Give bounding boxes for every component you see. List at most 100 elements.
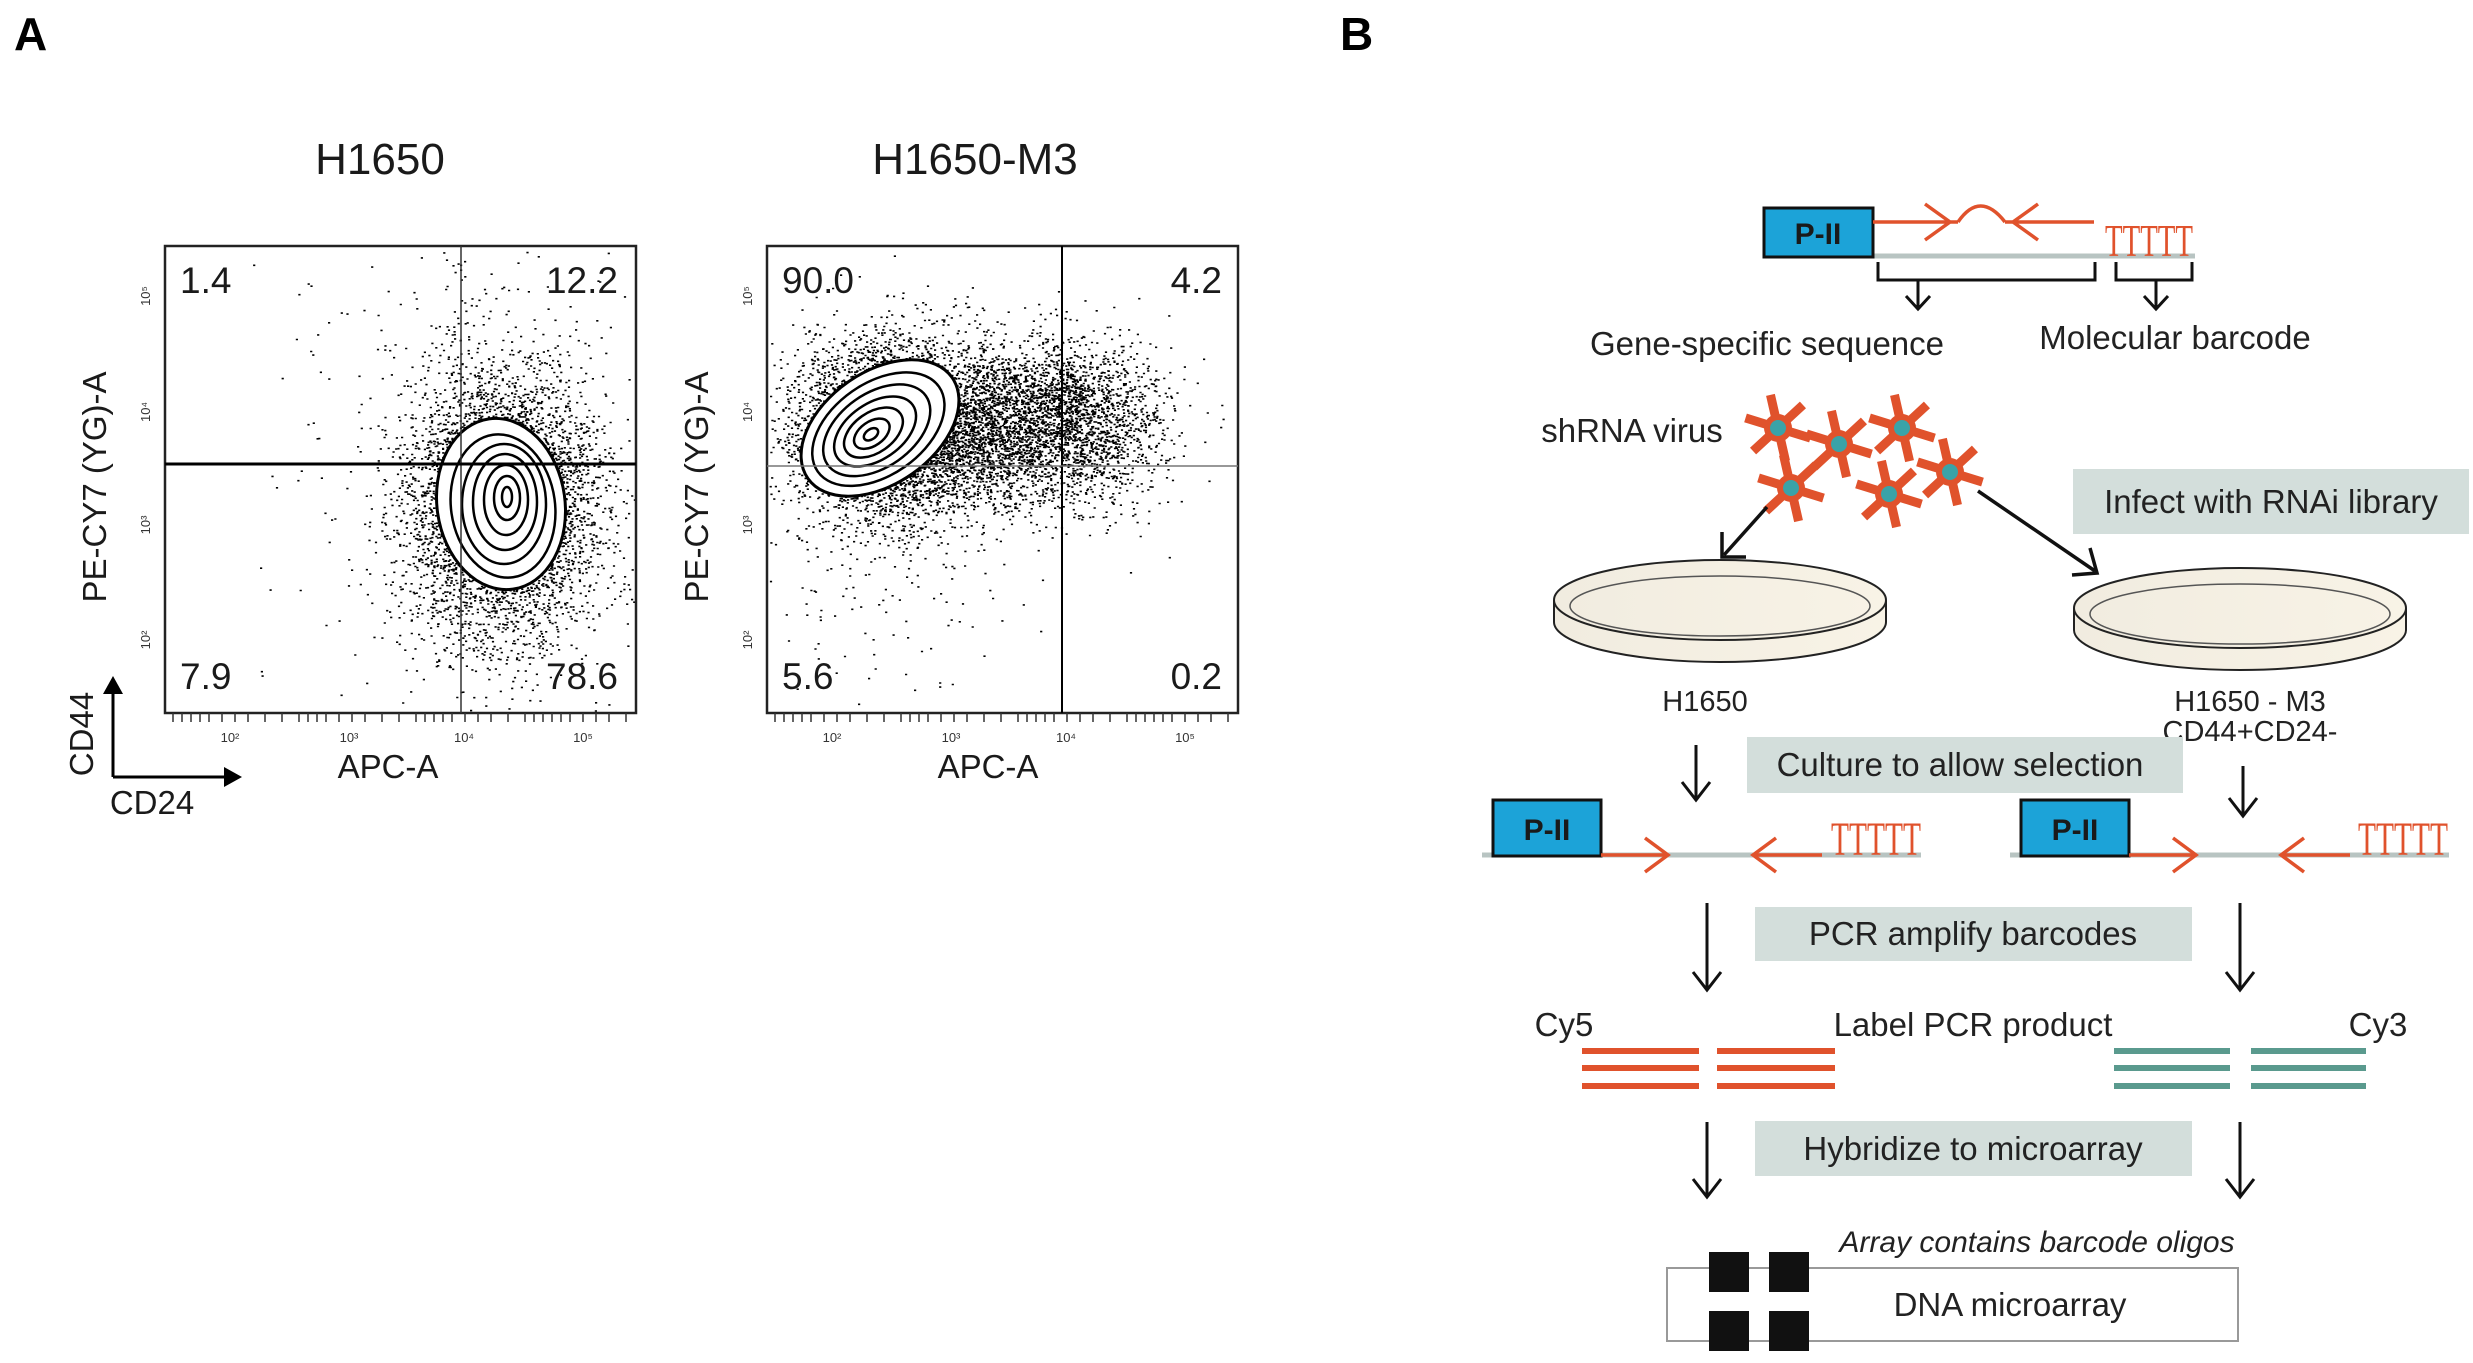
quadrant-lower-left: 7.9 — [180, 656, 231, 697]
y-axis-label: PE-CY7 (YG)-A — [678, 371, 715, 602]
plot-frame — [163, 244, 638, 715]
virus-icon — [1757, 453, 1825, 523]
y-tick-label: 10⁵ — [138, 286, 153, 306]
shrna-construct: P-II TTTTT Gene-specific sequence Molecu… — [1590, 202, 2311, 362]
quadrant-upper-right: 12.2 — [546, 260, 618, 301]
virus-icon — [1868, 393, 1936, 463]
shrna-virus-label: shRNA virus — [1541, 412, 1723, 449]
cy3-label: Cy3 — [2349, 1006, 2408, 1043]
quadrant-lower-right: 0.2 — [1171, 656, 1222, 697]
construct-right: P-II TTTTT — [2010, 798, 2449, 874]
x-tick-label: 10⁵ — [573, 730, 593, 745]
arrow-down-icon — [1691, 1122, 1723, 1200]
culture-step-box — [1747, 737, 2183, 793]
x-tick-label: 10⁵ — [1175, 730, 1195, 745]
infect-step-label: Infect with RNAi library — [2104, 483, 2438, 520]
x-tick-label: 10⁴ — [1056, 730, 1076, 745]
arrow-down-icon — [2224, 1122, 2256, 1200]
arrow-down-icon — [2227, 766, 2259, 819]
promoter-label: P-II — [1795, 218, 1842, 251]
x-tick-label: 10³ — [340, 730, 359, 745]
virus-icon — [1855, 459, 1923, 529]
tick-marks — [774, 713, 1229, 722]
arrow-up-icon — [103, 676, 123, 694]
quadrant-upper-left: 1.4 — [180, 260, 231, 301]
cy5-labeled-product — [1582, 1048, 1835, 1089]
microarray-label: DNA microarray — [1894, 1286, 2127, 1323]
y-tick-label: 10⁴ — [740, 402, 755, 422]
cy3-labeled-product — [2114, 1048, 2366, 1089]
barcode-label: TTTTT — [2105, 215, 2193, 266]
panel-label-a: A — [14, 8, 47, 60]
hybridize-step-label: Hybridize to microarray — [1803, 1130, 2143, 1167]
flow-plot-h1650-m3: 90.0 4.2 5.6 0.2 10² 10³ 10⁴ 10⁵ 10² 10³… — [678, 244, 1240, 785]
legend-cd24: CD24 — [110, 784, 194, 821]
label-pcr-label: Label PCR product — [1834, 1006, 2113, 1043]
promoter-label: P-II — [1524, 814, 1571, 847]
petri-dish-h1650-m3 — [2073, 567, 2407, 671]
virus-particles — [1744, 393, 1984, 529]
legend-cd44: CD44 — [63, 692, 100, 776]
barcode-label: TTTTT — [1831, 813, 1921, 866]
dish-label-h1650: H1650 — [1662, 686, 1747, 718]
tick-marks — [172, 713, 627, 722]
infect-step-box — [2073, 469, 2469, 534]
x-tick-label: 10⁴ — [454, 730, 474, 745]
y-tick-label: 10² — [138, 630, 153, 649]
flow-arrows — [1680, 745, 2259, 1200]
arrow-down-icon — [2224, 903, 2256, 993]
y-tick-label: 10² — [740, 630, 755, 649]
quadrant-lower-right: 78.6 — [546, 656, 618, 697]
x-axis-ticks — [172, 713, 627, 722]
x-axis-label: APC-A — [938, 748, 1039, 785]
promoter-label: P-II — [2052, 814, 2099, 847]
marker-axes-legend: CD44 CD24 — [63, 676, 242, 821]
flow-plot-h1650: 1.4 12.2 7.9 78.6 10² 10³ 10⁴ 10⁵ 10² 10… — [76, 244, 638, 785]
scatter-points — [295, 264, 636, 712]
x-tick-label: 10² — [221, 730, 240, 745]
y-tick-label: 10³ — [740, 515, 755, 534]
panel-label-b: B — [1340, 8, 1373, 60]
culture-step-label: Culture to allow selection — [1777, 746, 2144, 783]
x-axis-ticks — [774, 713, 1229, 722]
contour-lines — [799, 358, 961, 498]
virus-icon — [1916, 437, 1984, 507]
arrow-right-icon — [224, 767, 242, 787]
x-tick-label: 10² — [823, 730, 842, 745]
plot-frame — [765, 244, 1240, 715]
dish-label-phenotype: CD44+CD24- — [2163, 716, 2338, 748]
y-tick-label: 10³ — [138, 515, 153, 534]
microarray-box — [1666, 1267, 2239, 1342]
gene-specific-label: Gene-specific sequence — [1590, 325, 1944, 362]
pcr-step-box — [1755, 907, 2192, 961]
construct-left: P-II TTTTT — [1482, 798, 1921, 874]
molecular-barcode-label: Molecular barcode — [2039, 319, 2310, 356]
arrow-down-icon — [1680, 745, 1712, 803]
pcr-step-label: PCR amplify barcodes — [1809, 915, 2137, 952]
y-tick-label: 10⁵ — [740, 286, 755, 306]
scatter-dots — [253, 251, 636, 712]
dish-label-h1650-m3: H1650 - M3 — [2174, 686, 2326, 718]
arrow-down-icon — [1691, 903, 1723, 993]
arrow-icon — [1720, 532, 1746, 559]
microarray-chip-icon — [1709, 1252, 1809, 1351]
x-axis-label: APC-A — [338, 748, 439, 785]
quadrant-lower-left: 5.6 — [782, 656, 833, 697]
hybridize-step-box — [1755, 1121, 2192, 1176]
x-tick-label: 10³ — [942, 730, 961, 745]
quadrant-upper-left: 90.0 — [782, 260, 854, 301]
plot-title-h1650-m3: H1650-M3 — [872, 135, 1077, 184]
petri-dish-h1650 — [1553, 559, 1887, 663]
plot-title-h1650: H1650 — [315, 135, 445, 184]
quadrant-upper-right: 4.2 — [1171, 260, 1222, 301]
barcode-label: TTTTT — [2358, 813, 2448, 866]
y-tick-label: 10⁴ — [138, 402, 153, 422]
virus-icon — [1805, 409, 1873, 479]
y-axis-label: PE-CY7 (YG)-A — [76, 371, 113, 602]
promoter-box — [1762, 206, 1875, 259]
virus-icon — [1744, 393, 1812, 463]
contour-lines — [435, 416, 567, 592]
array-note: Array contains barcode oligos — [1837, 1226, 2234, 1259]
arrow-icon — [2071, 547, 2100, 577]
